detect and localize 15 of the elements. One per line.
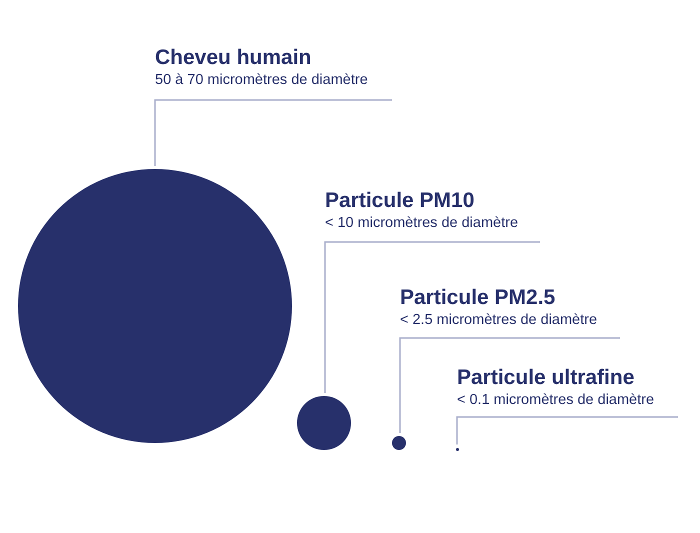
size-text: < 2.5 micromètres de diamètre (400, 311, 598, 329)
size-text: 50 à 70 micromètres de diamètre (155, 71, 368, 89)
particle-circle (392, 436, 406, 450)
particle-circle (297, 396, 351, 450)
size-text: < 10 micromètres de diamètre (325, 214, 518, 232)
heading-text: Particule PM10 (325, 188, 474, 214)
size-text: < 0.1 micromètres de diamètre (457, 391, 654, 409)
leader-line (399, 337, 620, 433)
heading-text: Particule PM2.5 (400, 285, 556, 311)
leader-line (456, 416, 678, 444)
heading-text: Cheveu humain (155, 45, 312, 71)
leader-line (154, 99, 392, 166)
heading-text: Particule ultrafine (457, 365, 634, 391)
particle-circle (456, 448, 458, 450)
leader-line (324, 241, 540, 393)
